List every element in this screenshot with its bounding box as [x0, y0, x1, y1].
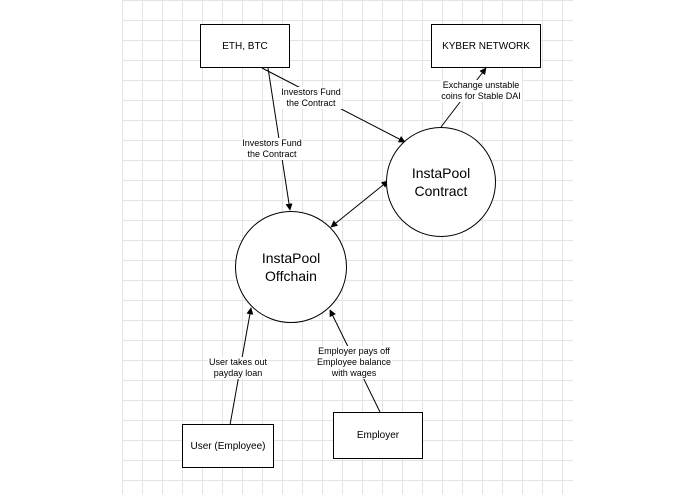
node-employer[interactable]: Employer: [333, 412, 423, 459]
edge-label-fund-offchain: Investors Fund the Contract: [241, 138, 303, 160]
node-instapool-contract-label-line1: InstaPool: [411, 165, 471, 181]
node-user-employee-label: User (Employee): [190, 440, 266, 452]
node-user-employee[interactable]: User (Employee): [182, 424, 274, 468]
edge-label-wages: Employer pays off Employee balance with …: [315, 346, 393, 379]
node-instapool-offchain-label-line1: InstaPool: [261, 250, 321, 266]
node-eth-btc-label: ETH, BTC: [222, 40, 268, 52]
node-instapool-offchain[interactable]: InstaPool Offchain: [235, 211, 347, 323]
node-instapool-offchain-label-line2: Offchain: [265, 268, 317, 284]
node-employer-label: Employer: [356, 430, 400, 441]
node-eth-btc[interactable]: ETH, BTC: [200, 24, 290, 68]
edge-offchain-contract: [330, 180, 389, 228]
edge-label-fund-contract: Investors Fund the Contract: [280, 87, 342, 109]
node-kyber-network[interactable]: KYBER NETWORK: [431, 24, 541, 68]
node-instapool-contract-label-line2: Contract: [414, 183, 468, 199]
edge-label-loan: User takes out payday loan: [207, 357, 269, 379]
node-kyber-network-label: KYBER NETWORK: [442, 40, 530, 52]
node-instapool-contract[interactable]: InstaPool Contract: [386, 127, 496, 237]
edge-label-exchange: Exchange unstable coins for Stable DAI: [440, 80, 522, 102]
